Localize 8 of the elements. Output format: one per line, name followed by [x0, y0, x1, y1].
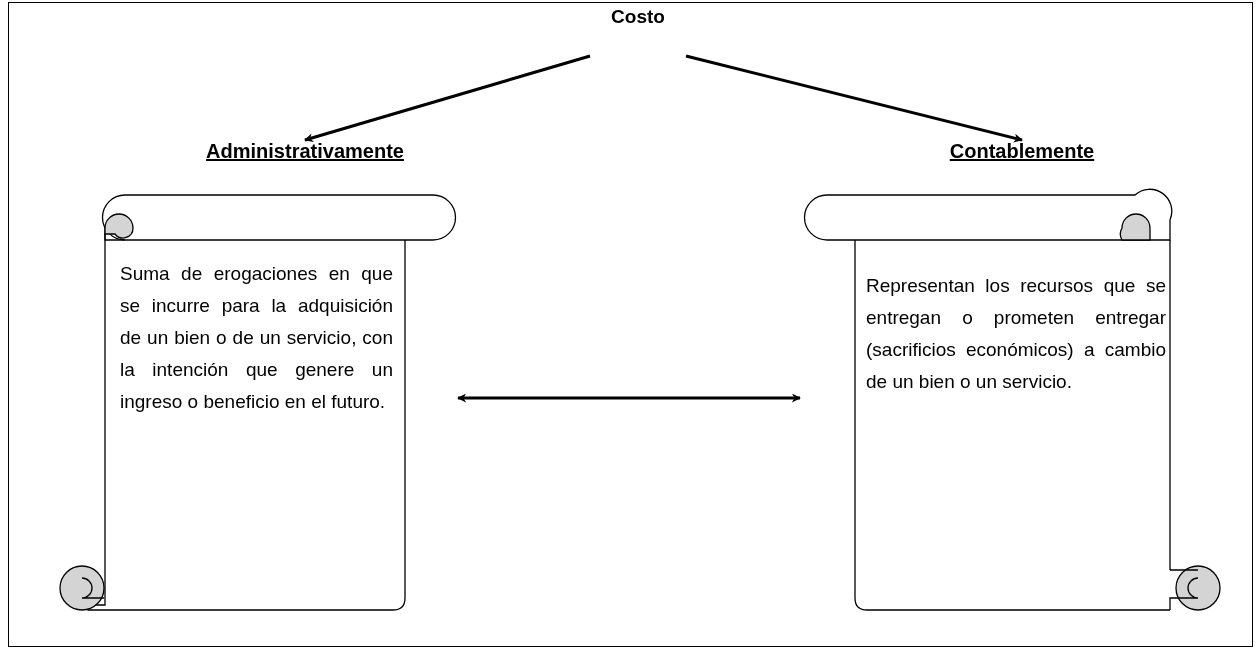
arrow [304, 54, 591, 143]
definition-text: Suma de erogaciones en que se incurre para la adquisición de un bien o de un servicio, con la intención que genere un ingreso o beneficio en el futuro. [120, 262, 393, 414]
scroll-heading: Administrativamente [206, 140, 404, 163]
scroll-heading: Contablemente [949, 140, 1095, 163]
arrow [685, 54, 1023, 143]
title-text: Costo [610, 6, 666, 28]
definition-text: Representan los recursos que se entregan o prometen entregar (sacrificios económicos) a cambio de un bien o un servicio. [866, 274, 1166, 394]
arrow [457, 393, 801, 403]
